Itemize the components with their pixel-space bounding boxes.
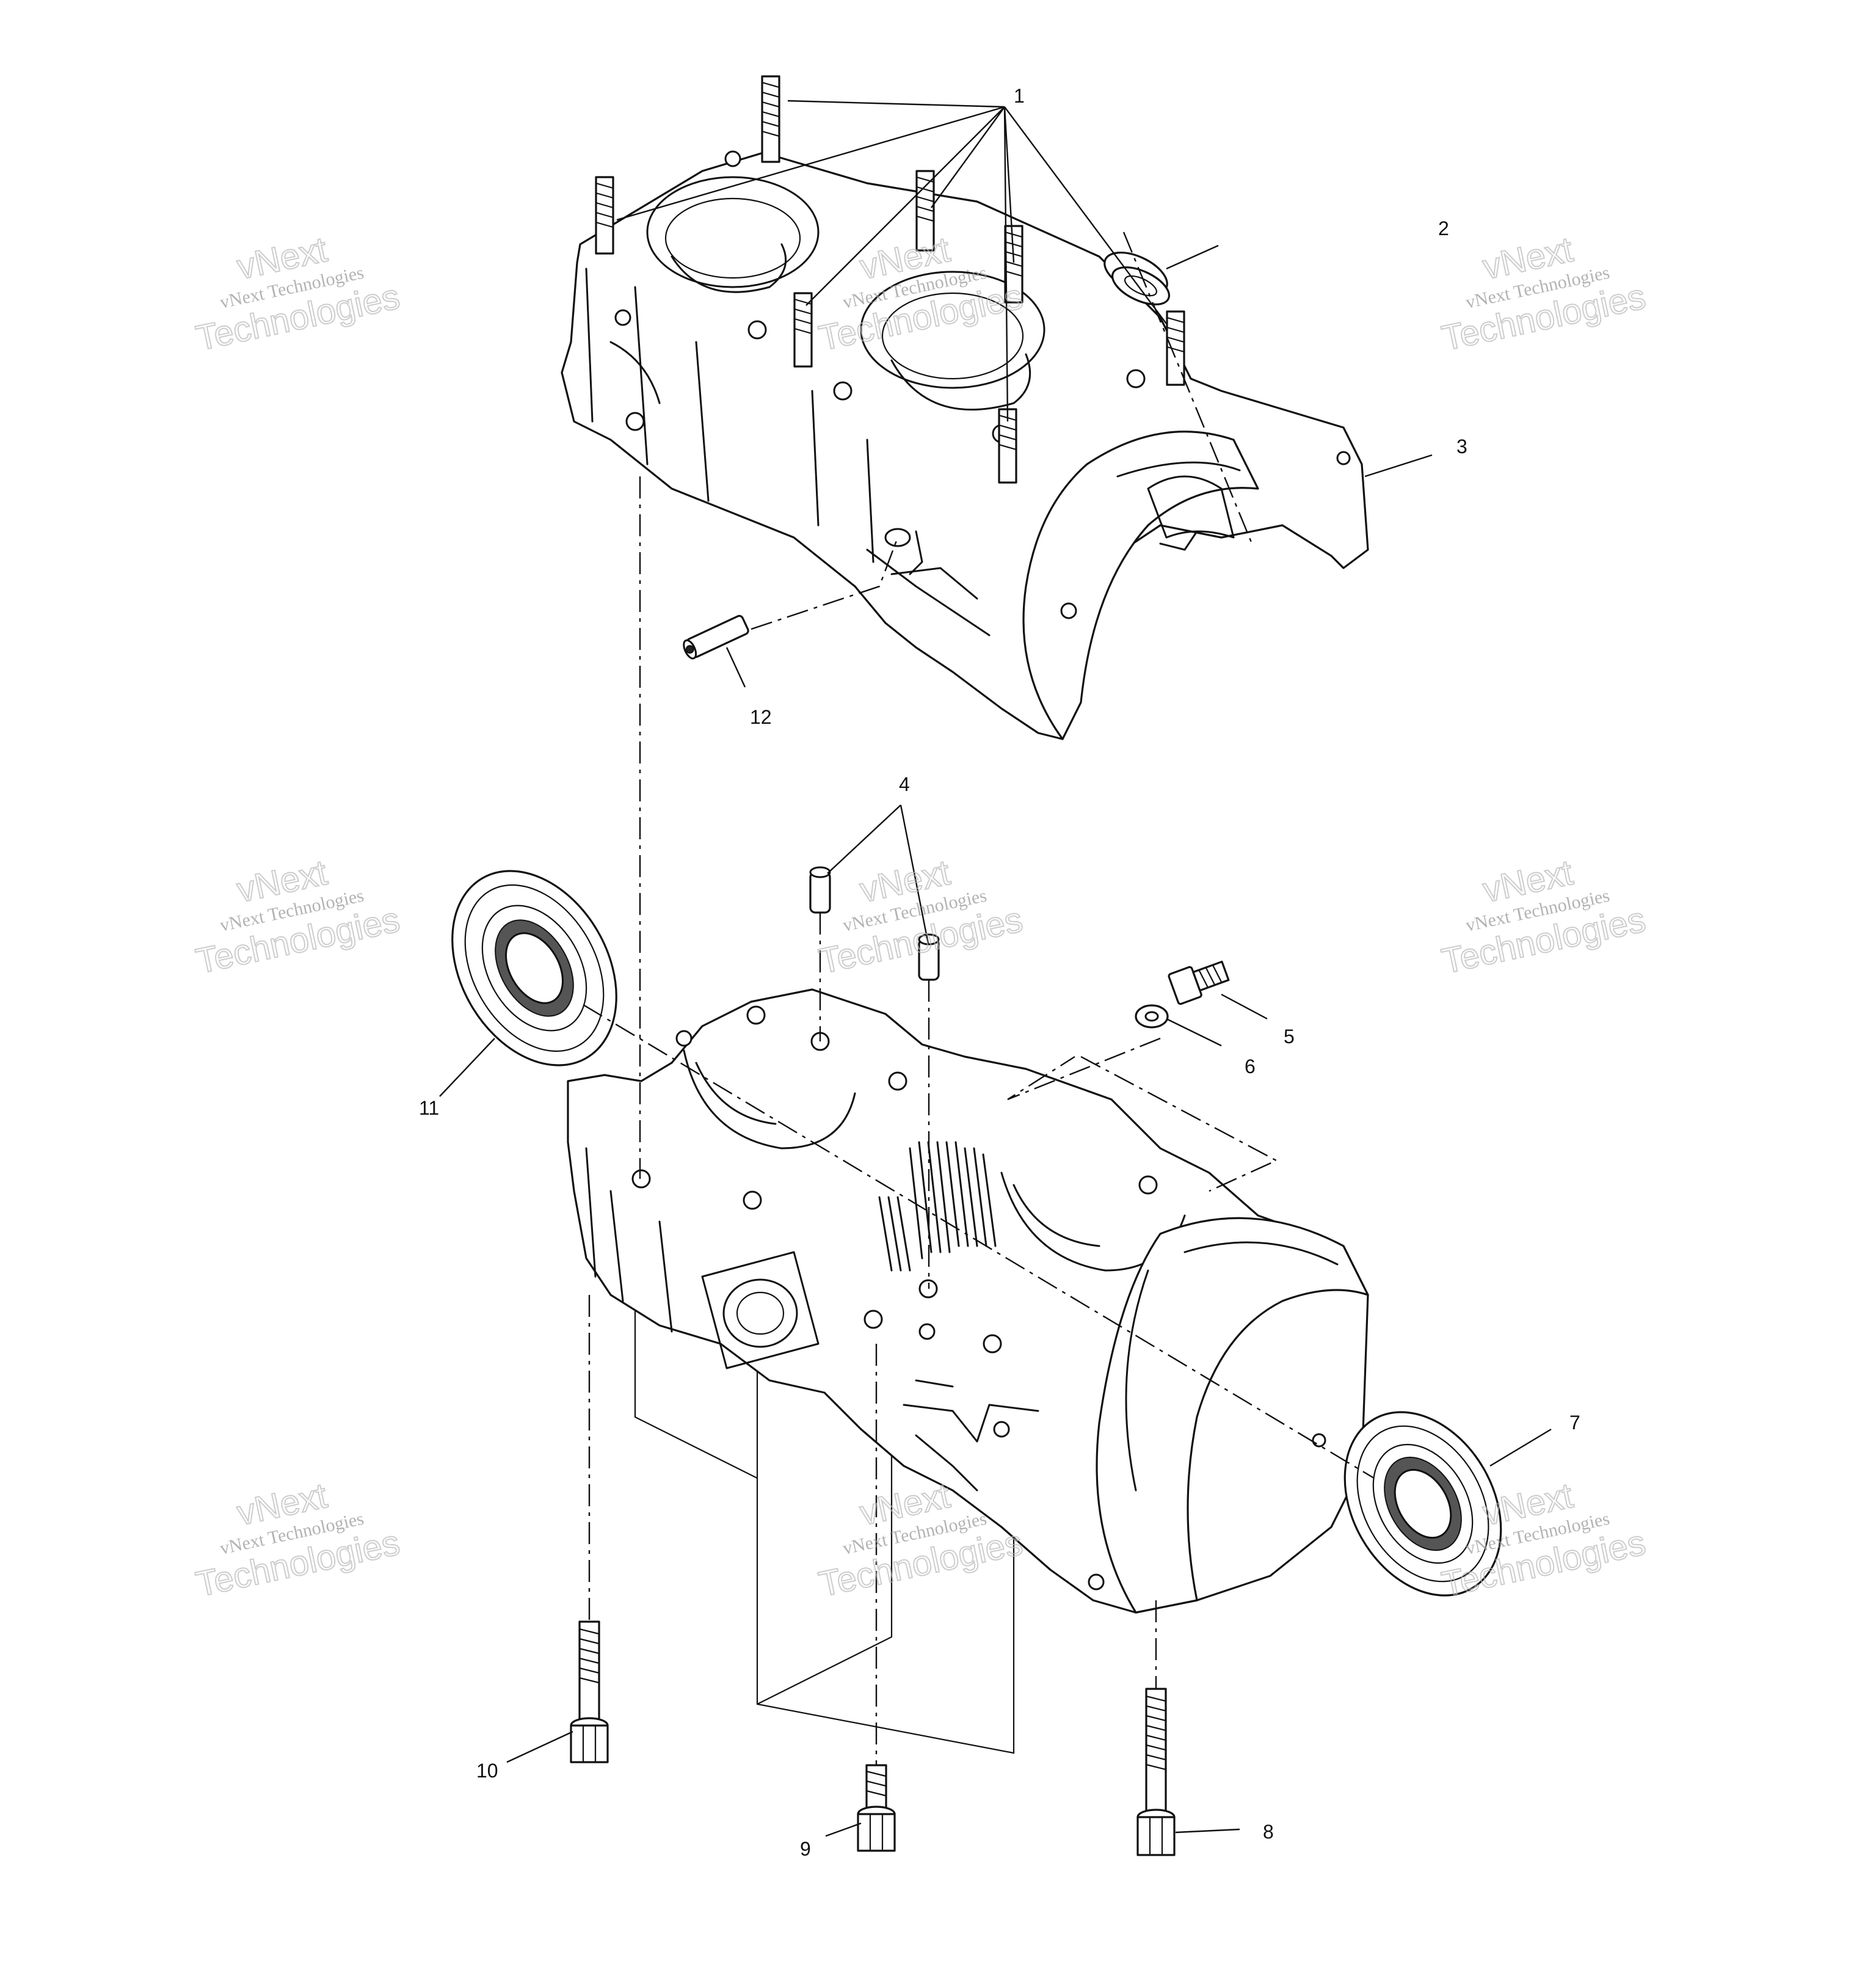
callout-1: 1 (1014, 85, 1025, 107)
callout-5: 5 (1284, 1026, 1295, 1048)
plug-screw-5 (1168, 960, 1230, 1005)
bolt-10 (570, 1620, 609, 1763)
watermark-1: vNext vNext Technologies Technologies (192, 229, 404, 359)
callout-12: 12 (750, 706, 772, 728)
dowel-pin-12 (683, 614, 749, 660)
callout-labels: 1 2 3 4 5 6 7 8 9 10 11 12 (419, 85, 1580, 1860)
callout-3: 3 (1456, 436, 1467, 457)
leader-lines (439, 100, 1552, 1837)
assembly-lines (583, 231, 1375, 1765)
callout-2: 2 (1438, 217, 1449, 239)
cylinder-studs (595, 75, 1185, 484)
callout-4: 4 (899, 773, 910, 795)
grommet (1103, 251, 1171, 305)
oil-seal-11 (451, 870, 617, 1066)
callout-7: 7 (1569, 1412, 1580, 1434)
oil-seal-7 (1343, 1411, 1502, 1597)
watermark-5: vNext vNext Technologies Technologies (815, 852, 1027, 982)
callout-8: 8 (1263, 1821, 1274, 1843)
bolt-9 (857, 1764, 896, 1852)
bolt-8 (1136, 1688, 1176, 1856)
dowel-pins-4 (809, 866, 940, 981)
watermark-7: vNext vNext Technologies Technologies (192, 1475, 404, 1605)
watermark-2: vNext vNext Technologies Technologies (815, 229, 1027, 359)
callout-11: 11 (419, 1097, 439, 1119)
lower-crankcase (567, 988, 1369, 1754)
upper-crankcase (561, 150, 1369, 740)
callout-10: 10 (476, 1760, 498, 1782)
callout-6: 6 (1245, 1055, 1256, 1077)
watermark-3: vNext vNext Technologies Technologies (1438, 229, 1649, 359)
callout-9: 9 (800, 1838, 811, 1860)
washer-6 (1135, 1004, 1169, 1029)
watermark-4: vNext vNext Technologies Technologies (192, 852, 404, 982)
watermark-6: vNext vNext Technologies Technologies (1438, 852, 1649, 982)
